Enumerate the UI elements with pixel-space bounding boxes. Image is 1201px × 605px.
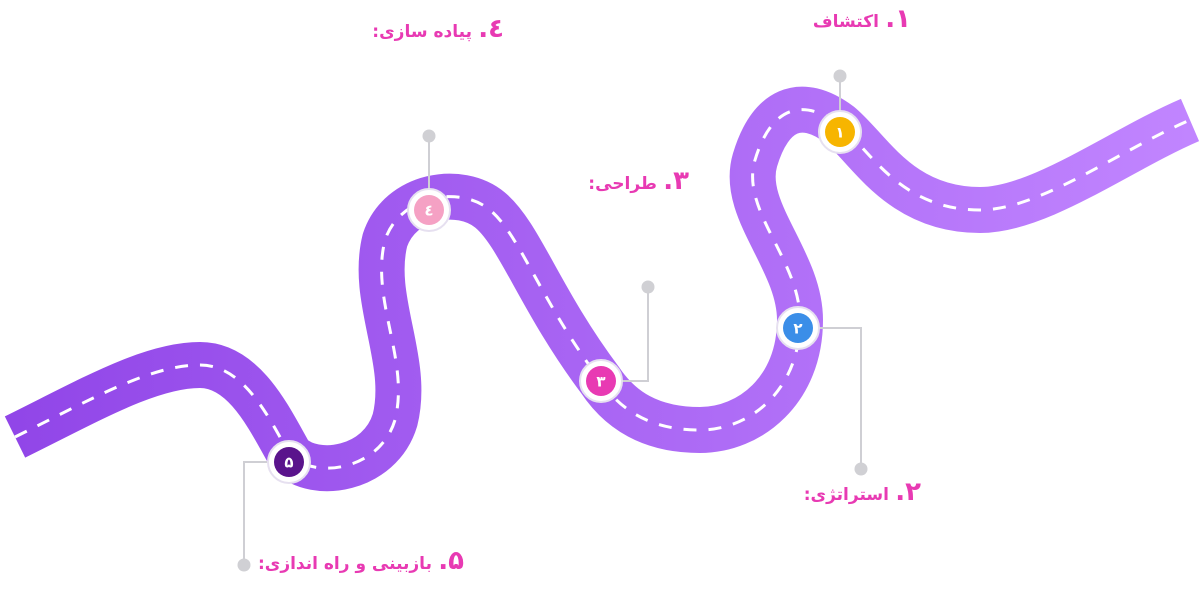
connector-dot-step-2 (854, 462, 868, 476)
road (4, 86, 1200, 492)
marker-number-step-1: ۱ (835, 124, 844, 142)
step-label-2: ۲. استراتژی: (804, 479, 921, 505)
step-title-4: پیاده سازی: (372, 22, 472, 42)
step-label-4: ٤. پیاده سازی: (372, 16, 504, 42)
step-label-3: ۳. طراحی: (588, 168, 689, 194)
step-number-3: ۳. (663, 166, 689, 196)
connector-dot-step-5 (237, 558, 251, 572)
step-number-2: ۲. (895, 477, 921, 507)
marker-number-step-4: ٤ (424, 202, 433, 220)
marker-number-step-3: ۳ (596, 373, 605, 391)
connector-dot-step-3 (641, 280, 655, 294)
marker-step-4: ٤ (407, 188, 451, 232)
step-label-1: ۱. اکتشاف (813, 6, 911, 32)
marker-number-step-5: ۵ (284, 454, 293, 472)
connector-dot-step-4 (422, 129, 436, 143)
marker-step-5: ۵ (267, 440, 311, 484)
marker-step-3: ۳ (579, 359, 623, 403)
step-title-2: استراتژی: (803, 485, 889, 505)
step-number-1: ۱. (885, 4, 911, 34)
marker-step-1: ۱ (818, 110, 862, 154)
marker-number-step-2: ۲ (793, 320, 802, 338)
step-title-3: طراحی: (588, 174, 657, 194)
step-title-5: بازبینی و راه اندازی: (257, 554, 432, 574)
step-number-4: ٤. (478, 14, 504, 44)
connector-dot-step-1 (833, 69, 847, 83)
step-title-1: اکتشاف (812, 12, 879, 32)
step-label-5: ۵. بازبینی و راه اندازی: (258, 548, 464, 574)
marker-step-2: ۲ (776, 306, 820, 350)
step-number-5: ۵. (438, 546, 464, 576)
